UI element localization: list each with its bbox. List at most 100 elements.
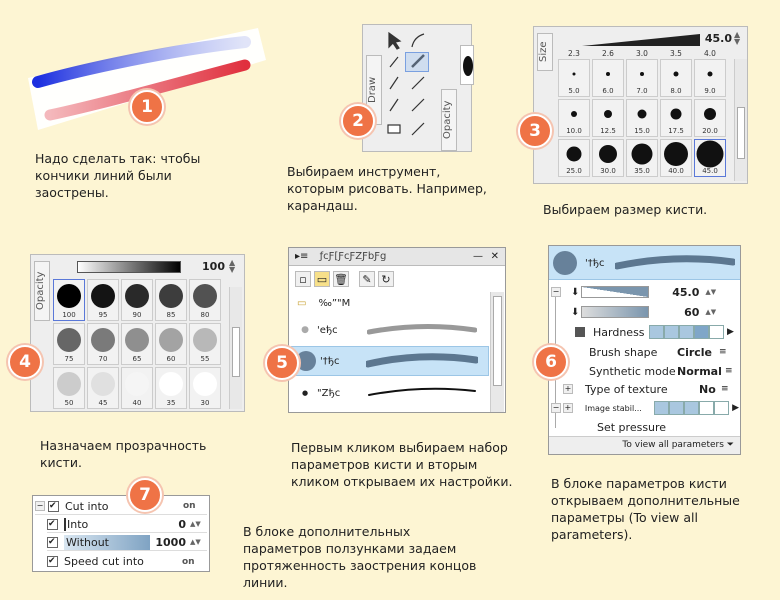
opacity-cell-label: 90 — [132, 311, 142, 319]
opacity-cell[interactable]: 35 — [155, 367, 187, 409]
param-synthetic-value[interactable]: Normal — [677, 364, 722, 378]
brush-item-2[interactable]: '†ђc — [291, 346, 489, 376]
opacity-cell-label: 40 — [132, 399, 142, 407]
opacity-cell[interactable]: 95 — [87, 279, 119, 321]
param-texture-row[interactable]: + Type of texture No ≡ — [563, 379, 739, 399]
without-value[interactable]: 1000 — [155, 535, 186, 549]
size-cell[interactable]: 20.0 — [694, 99, 726, 137]
opacity-cell[interactable]: 100 — [53, 279, 85, 321]
opacity-cell[interactable]: 60 — [155, 323, 187, 365]
size-cell[interactable]: 10.0 — [558, 99, 590, 137]
opacity-cell[interactable]: 40 — [121, 367, 153, 409]
opacity-cell[interactable]: 65 — [121, 323, 153, 365]
param-stabil-row[interactable]: − + Image stabil... ▶ — [551, 401, 740, 415]
step-badge-6: 6 — [534, 345, 568, 379]
size-cell[interactable]: 6.0 — [592, 59, 624, 97]
extra-params-panel: − ✔ Cut into on ✔ Into 0 ▲▼ ✔ Without 10… — [32, 495, 210, 572]
opacity-cell[interactable]: 80 — [189, 279, 221, 321]
hardness-steps[interactable] — [649, 325, 724, 339]
cut-into-value[interactable]: on — [183, 501, 196, 511]
size-cell[interactable]: 5.0 — [558, 59, 590, 97]
brush-folder-row[interactable]: ▭ ‰”"M — [297, 294, 487, 312]
size-scrollbar[interactable] — [734, 59, 747, 181]
size-cell[interactable]: 12.5 — [592, 99, 624, 137]
tab-size[interactable]: Size — [537, 33, 553, 71]
param-size-value[interactable]: 45.0 — [672, 285, 700, 299]
size-tick-label[interactable]: 2.3 — [568, 49, 580, 58]
opacity-cell[interactable]: 30 — [189, 367, 221, 409]
opacity-value[interactable]: 100 — [202, 260, 225, 273]
size-cell[interactable]: 15.0 — [626, 99, 658, 137]
speed-value[interactable]: on — [182, 556, 195, 567]
size-cell[interactable]: 8.0 — [660, 59, 692, 97]
opacity-cell[interactable]: 90 — [121, 279, 153, 321]
close-icon[interactable]: ✕ — [490, 251, 499, 262]
param-opacity-value[interactable]: 60 — [684, 305, 700, 319]
extra-speed-row[interactable]: ✔ Speed cut into on — [47, 553, 207, 570]
size-value[interactable]: 45.0 — [704, 32, 732, 45]
param-size-slider[interactable] — [581, 286, 650, 298]
brush-list-scrollbar[interactable] — [490, 292, 504, 412]
extra-into-row[interactable]: ✔ Into 0 ▲▼ — [47, 516, 207, 533]
opacity-scrollbar[interactable] — [229, 287, 242, 409]
without-slider[interactable]: Without — [64, 534, 150, 550]
new-set-icon[interactable]: ▫ — [295, 271, 311, 287]
param-size-row[interactable]: − ⬇ 45.0 ▲▼ — [551, 282, 739, 302]
panel-menu-icon[interactable]: ▸≡ — [295, 251, 309, 262]
brush-item-1[interactable]: ● 'eђc — [293, 316, 489, 344]
param-hardness-row[interactable]: Hardness ▶ — [575, 322, 739, 342]
size-cell[interactable]: 9.0 — [694, 59, 726, 97]
opacity-cell[interactable]: 55 — [189, 323, 221, 365]
select-arrow-icon — [388, 31, 402, 50]
size-tick-label[interactable]: 2.6 — [602, 49, 614, 58]
size-cell[interactable]: 17.5 — [660, 99, 692, 137]
opacity-cell[interactable]: 85 — [155, 279, 187, 321]
size-tick-label[interactable]: 4.0 — [704, 49, 716, 58]
brush-item-3[interactable]: ● "Zђc — [293, 380, 489, 406]
param-synthetic-row[interactable]: Synthetic mode Normal ≡ — [589, 361, 739, 381]
param-shape-value[interactable]: Circle — [677, 345, 713, 359]
cut-into-checkbox[interactable]: ✔ — [48, 500, 59, 512]
size-tick-label[interactable]: 3.5 — [670, 49, 682, 58]
into-checkbox[interactable]: ✔ — [47, 518, 58, 530]
opacity-slider[interactable] — [77, 261, 181, 273]
size-tick-label[interactable]: 3.0 — [636, 49, 648, 58]
size-cell[interactable]: 45.0 — [694, 139, 726, 177]
size-cell[interactable]: 35.0 — [626, 139, 658, 177]
opacity-cell[interactable]: 75 — [53, 323, 85, 365]
param-shape-row[interactable]: Brush shape Circle ≡ — [589, 342, 739, 362]
param-shape-label: Brush shape — [589, 345, 658, 359]
size-cell[interactable]: 25.0 — [558, 139, 590, 177]
extra-without-row[interactable]: ✔ Without 1000 ▲▼ — [47, 534, 207, 551]
trash-icon[interactable]: 🗑 — [333, 271, 349, 287]
size-cell[interactable]: 30.0 — [592, 139, 624, 177]
wrench-icon[interactable]: ✎ — [359, 271, 375, 287]
pencil-tool-highlight[interactable] — [405, 52, 429, 72]
opacity-spin-icon[interactable]: ▲▼ — [229, 258, 236, 274]
opacity-cell[interactable]: 45 — [87, 367, 119, 409]
param-texture-value[interactable]: No — [699, 382, 716, 396]
param-opacity-row[interactable]: ⬇ 60 ▲▼ — [551, 302, 739, 322]
size-cell[interactable]: 40.0 — [660, 139, 692, 177]
tab-opacity[interactable]: Opacity — [34, 261, 50, 321]
size-cell[interactable]: 7.0 — [626, 59, 658, 97]
size-spin-icon[interactable]: ▲▼ — [734, 30, 741, 46]
folder-icon[interactable]: ▭ — [314, 271, 330, 287]
into-value[interactable]: 0 — [178, 517, 186, 531]
tab-opacity-side[interactable]: Opacity — [441, 89, 457, 151]
extra-cut-into-row[interactable]: − ✔ Cut into on — [35, 498, 207, 515]
view-all-params-link[interactable]: To view all parameters ⏷ — [549, 436, 740, 454]
opacity-cell[interactable]: 70 — [87, 323, 119, 365]
minimize-icon[interactable]: — — [473, 251, 483, 262]
param-opacity-slider[interactable] — [581, 306, 650, 318]
stabil-steps[interactable] — [654, 401, 730, 415]
param-pressure-row[interactable]: Set pressure — [597, 418, 737, 436]
reset-icon[interactable]: ↻ — [378, 271, 394, 287]
opacity-cell[interactable]: 50 — [53, 367, 85, 409]
speed-checkbox[interactable]: ✔ — [47, 556, 58, 567]
without-checkbox[interactable]: ✔ — [47, 536, 58, 548]
expand-icon[interactable]: − — [551, 287, 561, 297]
texture-expand-icon[interactable]: + — [563, 384, 573, 394]
size-slider-ramp[interactable] — [582, 32, 702, 48]
